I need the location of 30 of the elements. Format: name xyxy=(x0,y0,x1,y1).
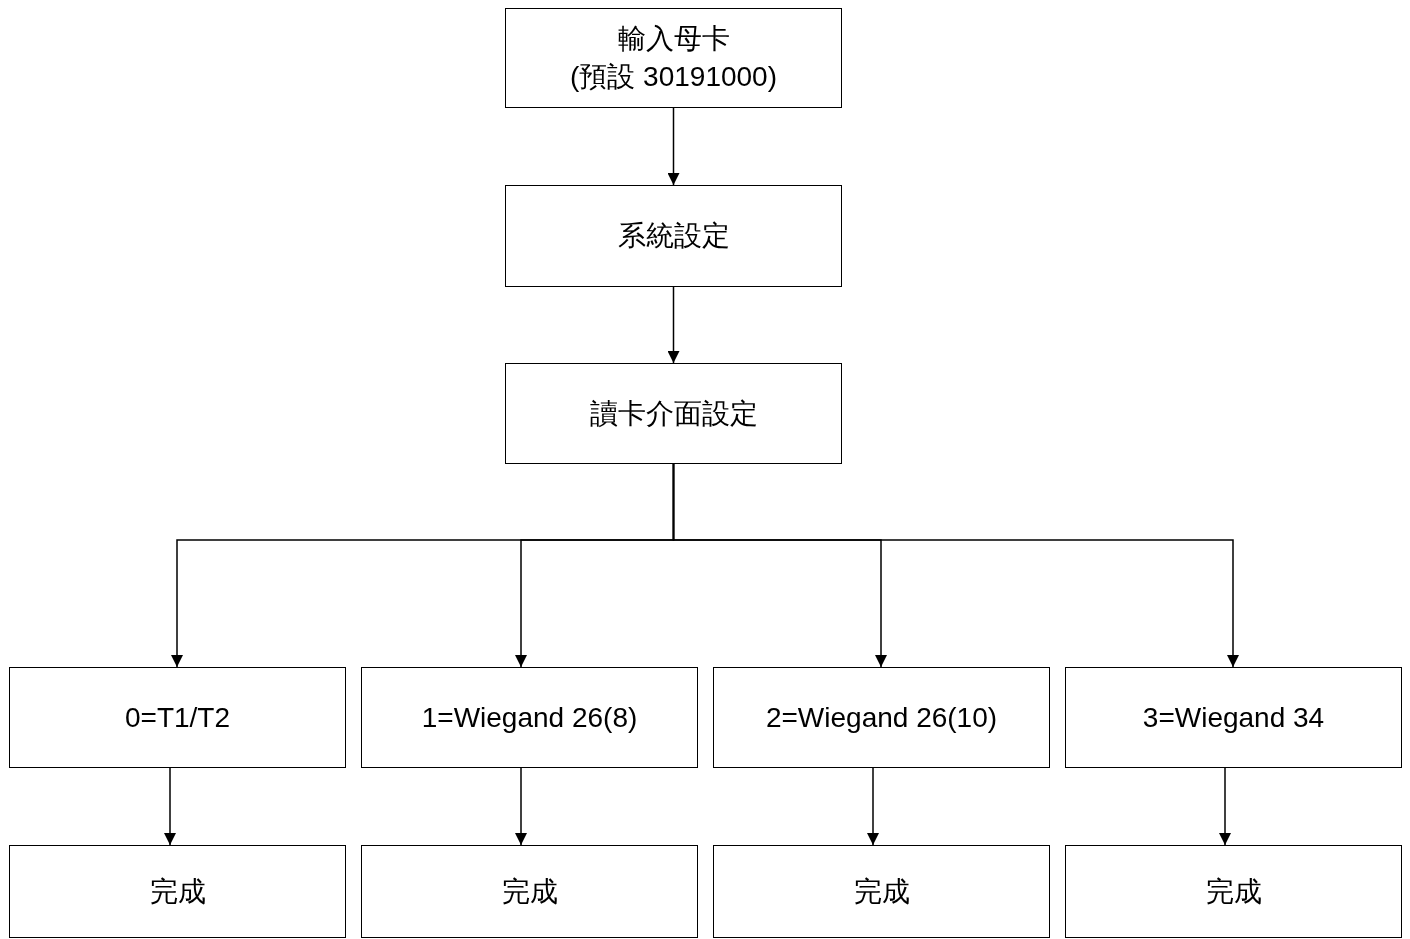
process-box xyxy=(505,185,842,287)
box-label: 系統設定 xyxy=(617,219,730,253)
process-box xyxy=(1065,845,1402,938)
process-box xyxy=(361,667,698,768)
process-box xyxy=(9,667,346,768)
process-box xyxy=(505,8,842,108)
arrow xyxy=(672,463,1239,668)
box-label: 0=T1/T2 xyxy=(124,700,231,735)
box-label: 輸入母卡 xyxy=(617,22,730,56)
box-label: (預設 30191000) xyxy=(570,60,777,94)
process-box xyxy=(361,845,698,938)
arrow xyxy=(667,286,680,364)
arrow xyxy=(164,767,176,846)
box-label: 完成 xyxy=(1205,874,1262,909)
box-label: 完成 xyxy=(149,874,206,909)
arrow xyxy=(667,107,680,186)
box-label: 2=Wiegand 26(10) xyxy=(765,700,998,735)
process-box xyxy=(713,667,1050,768)
box-label: 完成 xyxy=(853,874,910,909)
process-box xyxy=(505,363,842,464)
box-label: 讀卡介面設定 xyxy=(589,396,758,431)
box-label: 完成 xyxy=(501,874,558,909)
process-box xyxy=(9,845,346,938)
box-label: 1=Wiegand 26(8) xyxy=(421,700,638,735)
arrow xyxy=(867,767,879,846)
box-label: 3=Wiegand 34 xyxy=(1142,700,1325,735)
process-box xyxy=(713,845,1050,938)
arrow xyxy=(515,767,527,846)
arrow xyxy=(1219,767,1231,846)
process-box xyxy=(1065,667,1402,768)
